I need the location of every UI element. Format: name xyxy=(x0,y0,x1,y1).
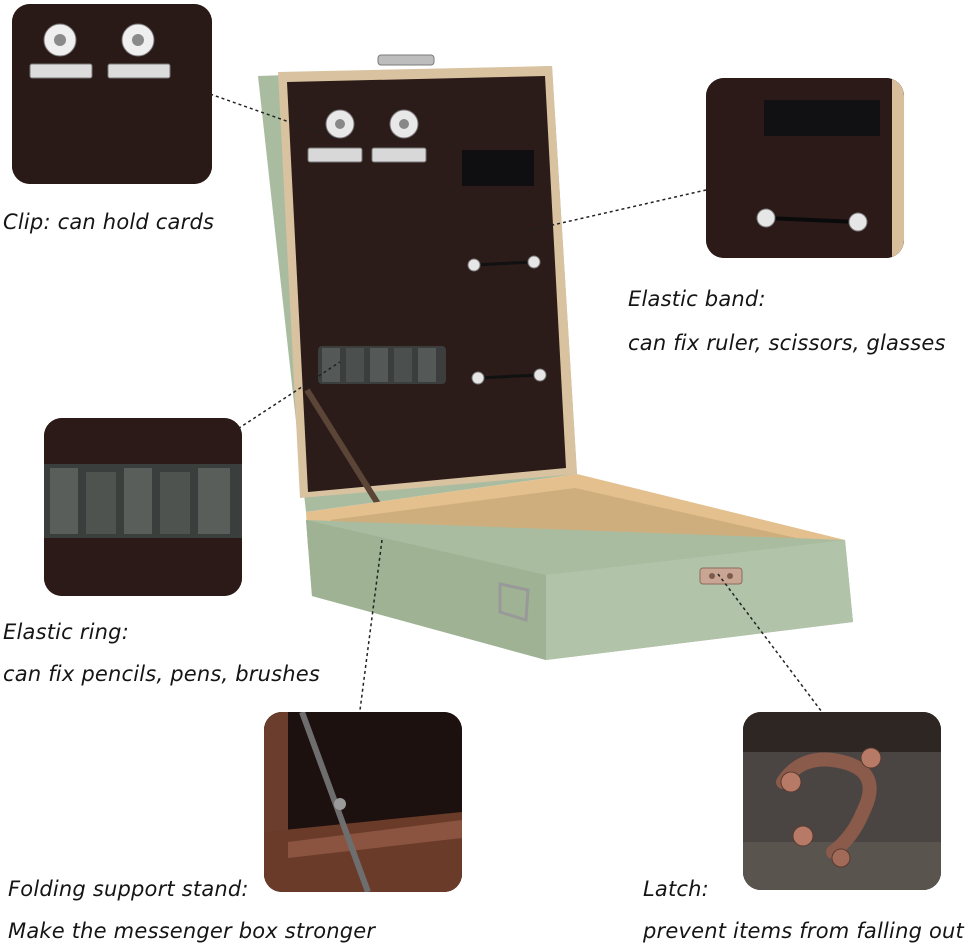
card-pocket xyxy=(764,100,880,136)
elastic-ring-caption: Elastic ring: xyxy=(3,620,129,644)
support-stand-description: Make the messenger box stronger xyxy=(8,919,376,943)
lid-card-pocket xyxy=(462,150,534,186)
latch-caption: Latch: xyxy=(643,877,709,901)
support-stand-caption: Folding support stand: xyxy=(8,877,249,901)
rivet-icon xyxy=(848,212,868,232)
inset-support-stand xyxy=(264,712,462,892)
lid-clips xyxy=(307,109,427,163)
box-base xyxy=(306,474,853,660)
inset-latch xyxy=(743,712,941,890)
lid-elastic-ring xyxy=(318,346,446,384)
clip-icon xyxy=(107,23,171,79)
side-handle xyxy=(498,582,530,622)
clip-icon xyxy=(29,23,93,79)
inset-elastic-ring xyxy=(44,418,242,596)
lid-handle xyxy=(377,54,435,66)
lid-elastic-bands xyxy=(467,255,547,385)
latch-icon xyxy=(776,747,882,868)
elastic-ring-description: can fix pencils, pens, brushes xyxy=(3,662,321,686)
rivet-icon xyxy=(756,208,776,228)
clip-caption: Clip: can hold cards xyxy=(3,210,215,234)
front-latch xyxy=(699,567,743,585)
elastic-band-description: can fix ruler, scissors, glasses xyxy=(628,331,946,355)
elastic-band-caption: Elastic band: xyxy=(628,287,766,311)
inset-clips xyxy=(12,4,212,184)
box-lid xyxy=(258,66,577,512)
latch-description: prevent items from falling out xyxy=(643,919,964,943)
inset-elastic-band xyxy=(706,78,904,258)
